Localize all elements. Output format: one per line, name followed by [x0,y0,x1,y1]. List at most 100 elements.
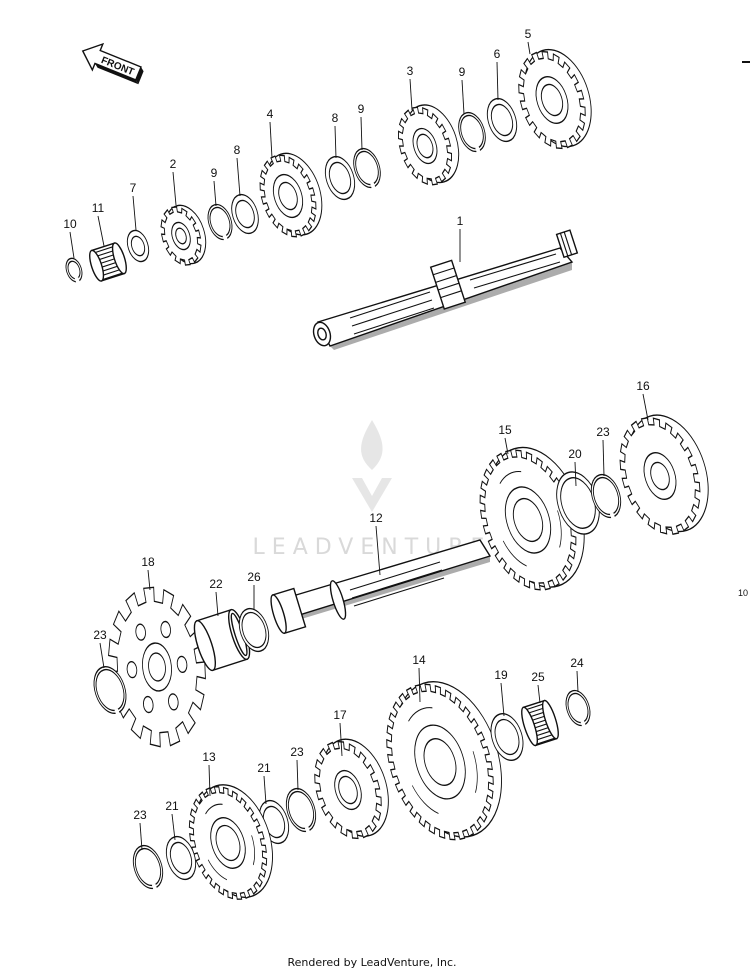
gear-16 [619,414,709,535]
watermark-logo [352,420,392,512]
callout-c20: 20 [568,447,582,487]
callout-c25: 25 [531,670,545,704]
callout-number: 23 [596,425,610,439]
needle-bearing-25 [521,699,559,747]
callout-c23d: 23 [133,808,147,851]
callout-c14: 14 [412,653,426,703]
callout-number: 8 [332,111,339,125]
callout-number: 9 [459,65,466,79]
callout-number: 8 [234,143,241,157]
washer-21-low [165,835,197,881]
gear-14 [386,681,502,841]
callout-number: 20 [568,447,582,461]
circlip-23-low [132,844,164,890]
callout-c23b: 23 [93,628,107,669]
callout-c9b: 9 [358,102,365,151]
washer-7 [126,229,150,263]
oring-26 [238,607,270,653]
circlip-10 [65,257,83,283]
callout-number: 12 [369,511,383,525]
callout-c22: 22 [209,577,223,617]
callout-c21a: 21 [257,761,271,805]
callout-c16: 16 [636,379,650,421]
gear-13 [188,784,273,900]
callout-c21b: 21 [165,799,179,841]
callout-c13: 13 [202,750,216,797]
callout-number: 4 [267,107,274,121]
callout-number: 6 [494,47,501,61]
callout-number: 23 [93,628,107,642]
callout-c23c: 23 [290,745,304,791]
callout-c24: 24 [570,656,584,693]
gear-2 [160,204,207,266]
circlip-9-right [458,111,486,153]
callout-number: 7 [130,181,137,195]
gear-4 [259,152,323,238]
callout-number: 14 [412,653,426,667]
washer-8-left [231,193,259,235]
callout-c8b: 8 [332,111,339,159]
callout-c7: 7 [130,181,137,231]
gear-17 [314,738,389,840]
callout-c23a: 23 [596,425,610,477]
circlip-9-left [207,203,233,241]
callout-c12: 12 [369,511,383,576]
thrust-washer-19 [490,713,524,761]
callout-number: 24 [570,656,584,670]
footer-credit: Rendered by LeadVenture, Inc. [287,956,456,969]
callout-number: 3 [407,64,414,78]
circlip-23-top [590,473,622,519]
sprocket-18 [108,586,206,748]
circlip-23-left [93,666,127,715]
needle-bearing-11 [89,242,127,282]
edge-label: 10 [738,588,748,598]
callout-number: 18 [141,555,155,569]
callout-c26: 26 [247,570,261,610]
gear-5 [518,48,592,150]
gear-15 [479,446,585,591]
circlip-9-mid [353,147,381,189]
callout-number: 1 [457,214,464,228]
callout-number: 16 [636,379,650,393]
callout-number: 11 [92,201,105,215]
circlip-23-mid [285,787,317,833]
callout-number: 17 [333,708,347,722]
callout-number: 26 [247,570,261,584]
callout-c10: 10 [63,217,77,259]
thrust-washer-20 [556,471,600,535]
drive-shaft-12 [270,539,492,635]
callout-c5: 5 [525,27,532,55]
circlip-24 [565,689,591,727]
washer-6 [486,97,518,143]
washer-8-right [324,155,356,201]
callout-c9a: 9 [211,166,218,207]
callout-c3: 3 [407,64,414,111]
callout-number: 22 [209,577,223,591]
callout-number: 23 [290,745,304,759]
callout-number: 19 [494,668,508,682]
callout-c2: 2 [170,157,177,206]
collar-22 [193,608,251,672]
callout-number: 21 [165,799,179,813]
callout-number: 10 [63,217,77,231]
callout-number: 9 [358,102,365,116]
shaft-gear [429,259,467,310]
front-arrow: FRONT [81,42,144,85]
gear-3 [397,104,460,186]
callout-c18: 18 [141,555,155,591]
callout-number: 13 [202,750,216,764]
callout-number: 23 [133,808,147,822]
callout-c6: 6 [494,47,501,101]
callout-number: 5 [525,27,532,41]
callout-c8a: 8 [234,143,241,197]
callout-c19: 19 [494,668,508,717]
callout-number: 21 [257,761,271,775]
callout-c17: 17 [333,708,347,757]
callout-c11: 11 [92,201,105,247]
callout-number: 15 [498,423,512,437]
main-shaft-1 [312,229,579,350]
callout-c9c: 9 [459,65,466,115]
callout-number: 25 [531,670,545,684]
callout-number: 2 [170,157,177,171]
